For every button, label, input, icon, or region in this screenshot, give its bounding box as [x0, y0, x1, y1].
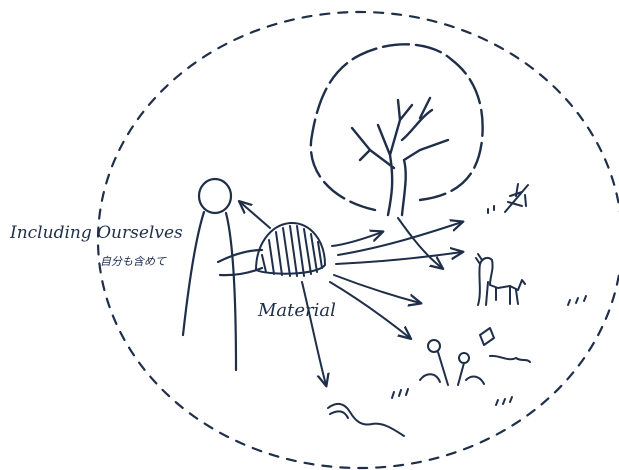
arrow-to-dog: [335, 252, 462, 265]
arrow-to-self: [240, 202, 271, 229]
arrow-to-ground: [333, 274, 420, 303]
material-basket-icon: [255, 221, 326, 277]
grass-icon: [391, 295, 587, 406]
arrow-to-tree: [331, 232, 382, 247]
dragonfly-icon: [487, 183, 529, 214]
material-arrows: [301, 217, 462, 385]
arrow-to-sky: [337, 222, 462, 256]
boundary-ellipse: [96, 10, 619, 470]
flower-icon: [419, 327, 531, 386]
worm-icon: [327, 402, 405, 437]
tree-icon: [309, 43, 484, 217]
self-label-jp: 自分も含めて: [100, 255, 167, 268]
arrow-to-worm: [301, 281, 326, 385]
arrow-tree-to-dog: [397, 217, 442, 268]
arrow-to-flowers: [329, 281, 410, 338]
self-label: Including Ourselves: [9, 223, 183, 243]
material-label: Material: [257, 300, 336, 321]
dog-icon: [475, 253, 526, 306]
person-icon: [181, 177, 264, 372]
